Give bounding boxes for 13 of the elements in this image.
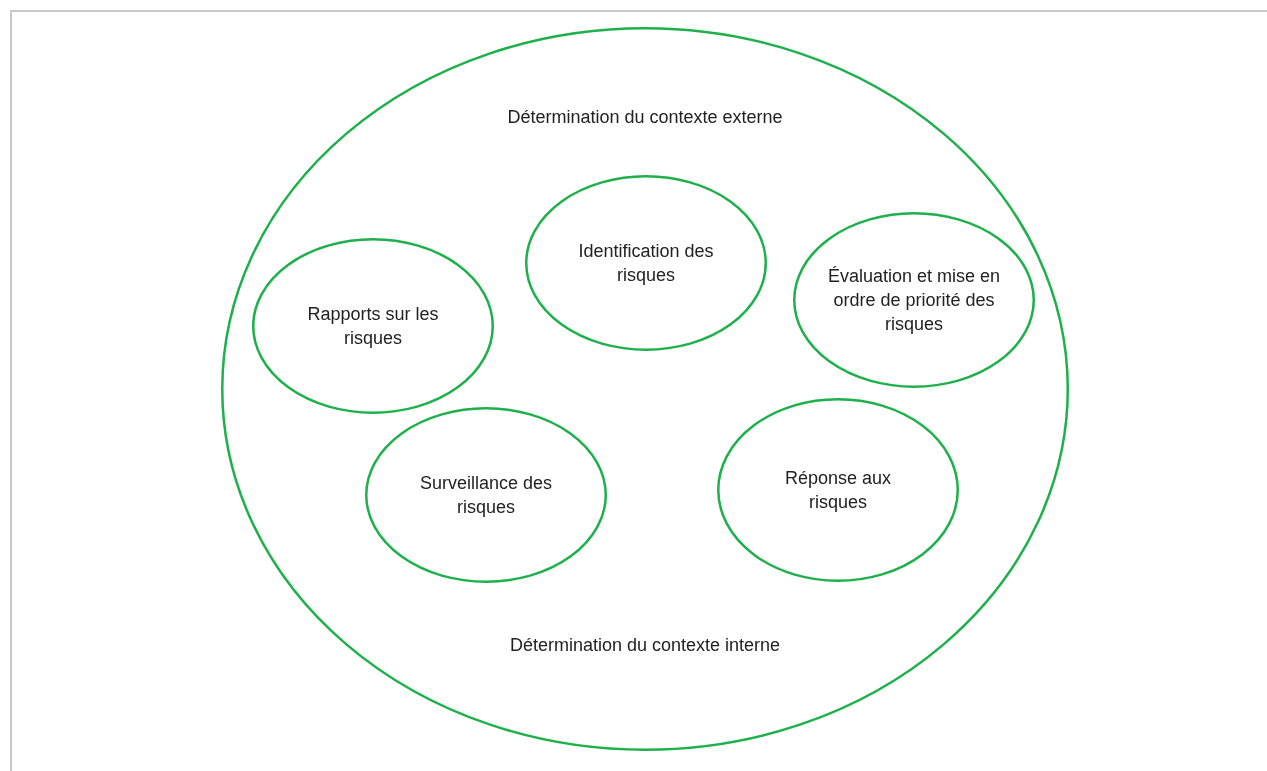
process-ellipse [793,212,1035,388]
process-ellipse [525,175,767,351]
context-label: Détermination du contexte externe [507,106,783,129]
node-label: Surveillance des risques [418,472,554,519]
process-ellipse [365,407,607,583]
node-label: Réponse aux risques [783,467,893,514]
context-ellipse [221,27,1069,751]
node-label: Identification des risques [577,240,715,287]
node-label: Rapports sur les risques [306,303,440,350]
node-label: Évaluation et mise en ordre de priorité des risques [826,265,1002,336]
context-label: Détermination du contexte interne [509,634,781,657]
process-ellipse [717,398,959,582]
process-ellipse [252,238,494,414]
